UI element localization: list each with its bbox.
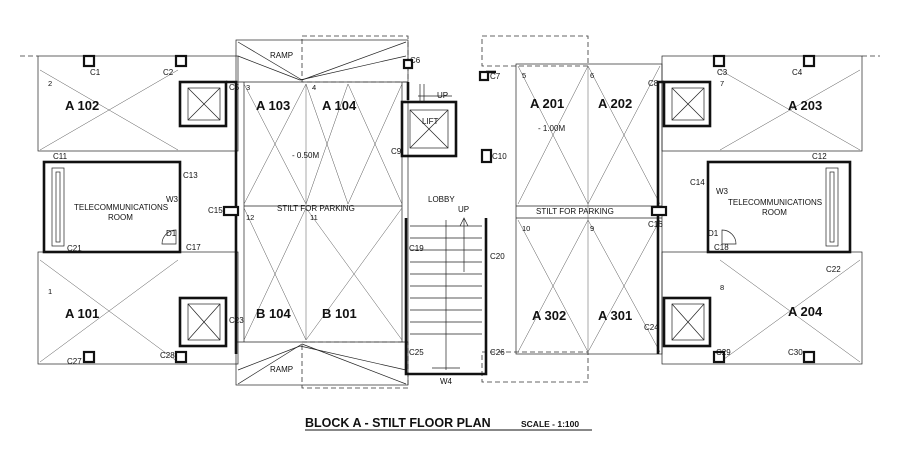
stilt-parking-label: STILT FOR PARKING	[536, 207, 614, 216]
unit-label: B 101	[322, 306, 357, 321]
bay-number: 1	[48, 287, 52, 296]
plan-title: BLOCK A - STILT FLOOR PLAN	[305, 416, 491, 430]
unit-label: A 203	[788, 98, 822, 113]
bay-number: 7	[720, 79, 724, 88]
column-label: C24	[644, 323, 659, 332]
ramp-label: RAMP	[270, 51, 293, 60]
column-label: C29	[716, 348, 731, 357]
telecom-room-label: TELECOMMUNICATIONS	[74, 203, 168, 212]
door-tag: D1	[708, 229, 719, 238]
telecom-room-left	[42, 160, 182, 254]
bay-number: 4	[312, 83, 316, 92]
unit-label: A 104	[322, 98, 357, 113]
lift-label: LIFT	[422, 117, 439, 126]
column-label: C5	[229, 83, 240, 92]
column-label: C22	[826, 265, 841, 274]
column-label: C18	[714, 243, 729, 252]
bay-number: 2	[48, 79, 52, 88]
unit-label: A 302	[532, 308, 566, 323]
up-label: UP	[458, 205, 469, 214]
shaft-boxes	[178, 80, 712, 348]
telecom-room-label: ROOM	[762, 208, 787, 217]
column-markers	[82, 54, 816, 364]
lift-shaft	[400, 84, 458, 158]
column-label: C28	[160, 351, 175, 360]
column-label: C15	[208, 206, 223, 215]
bay-number: 3	[246, 83, 250, 92]
bay-number: 12	[246, 213, 254, 222]
column-label: C17	[186, 243, 201, 252]
column-label: C4	[792, 68, 803, 77]
column-label: C13	[183, 171, 198, 180]
ramp-bottom	[237, 343, 407, 385]
outline-lines	[37, 39, 863, 386]
column-label: C9	[391, 147, 402, 156]
unit-label: A 204	[788, 304, 823, 319]
column-label: C26	[490, 348, 505, 357]
column-label: C12	[812, 152, 827, 161]
telecom-room-label: TELECOMMUNICATIONS	[728, 198, 822, 207]
parking-diagonals	[39, 65, 861, 363]
bay-number: 11	[310, 213, 318, 222]
area-labels: RAMP RAMP LIFT UP LOBBY UP STILT FOR PAR…	[74, 51, 822, 386]
bay-number: 5	[522, 71, 526, 80]
ramp-label: RAMP	[270, 365, 293, 374]
up-label: UP	[437, 91, 448, 100]
door-tag: D1	[166, 229, 177, 238]
ramp-top	[237, 41, 407, 81]
column-label: C20	[490, 252, 505, 261]
unit-label: B 104	[256, 306, 291, 321]
unit-label: A 103	[256, 98, 290, 113]
column-label: C11	[53, 152, 68, 161]
level-marker: - 0.50M	[292, 151, 319, 160]
column-label: C16	[648, 220, 663, 229]
unit-label: A 102	[65, 98, 99, 113]
telecom-room-right	[706, 160, 852, 254]
column-label: C7	[490, 72, 501, 81]
column-label: C19	[409, 244, 424, 253]
column-label: C21	[67, 244, 82, 253]
column-label: C14	[690, 178, 705, 187]
column-label: C23	[229, 316, 244, 325]
bay-number: 10	[522, 224, 530, 233]
bay-number: 8	[720, 283, 724, 292]
unit-label: A 101	[65, 306, 99, 321]
drawing-title: BLOCK A - STILT FLOOR PLAN SCALE - 1:100	[305, 416, 592, 431]
column-label: C25	[409, 348, 424, 357]
column-label: C30	[788, 348, 803, 357]
column-label: C3	[717, 68, 728, 77]
column-label: C10	[492, 152, 507, 161]
column-label: C2	[163, 68, 174, 77]
staircase	[404, 217, 488, 376]
window-tag: W3	[166, 195, 179, 204]
bay-numbers: 1 2 3 4 5 6 7 8 9 10 11 12	[48, 71, 724, 296]
unit-label: A 202	[598, 96, 632, 111]
level-marker: - 1.00M	[538, 124, 565, 133]
plan-scale: SCALE - 1:100	[521, 419, 579, 429]
window-tag: W3	[716, 187, 729, 196]
unit-labels: A 102 A 103 A 104 A 201 A 202 A 203 A 10…	[65, 96, 823, 323]
dashed-lines	[20, 35, 880, 389]
lobby-label: LOBBY	[428, 195, 455, 204]
column-label: C8	[648, 79, 659, 88]
column-label: C6	[410, 56, 421, 65]
bay-number: 9	[590, 224, 594, 233]
unit-label: A 201	[530, 96, 564, 111]
window-tag: W4	[440, 377, 453, 386]
telecom-room-label: ROOM	[108, 213, 133, 222]
bay-number: 6	[590, 71, 594, 80]
column-labels: C1 C2 C3 C4 C5 C6 C7 C8 C9 C10 C11 C12 C…	[53, 56, 841, 366]
column-label: C1	[90, 68, 101, 77]
unit-label: A 301	[598, 308, 632, 323]
column-label: C27	[67, 357, 82, 366]
stilt-parking-label: STILT FOR PARKING	[277, 204, 355, 213]
